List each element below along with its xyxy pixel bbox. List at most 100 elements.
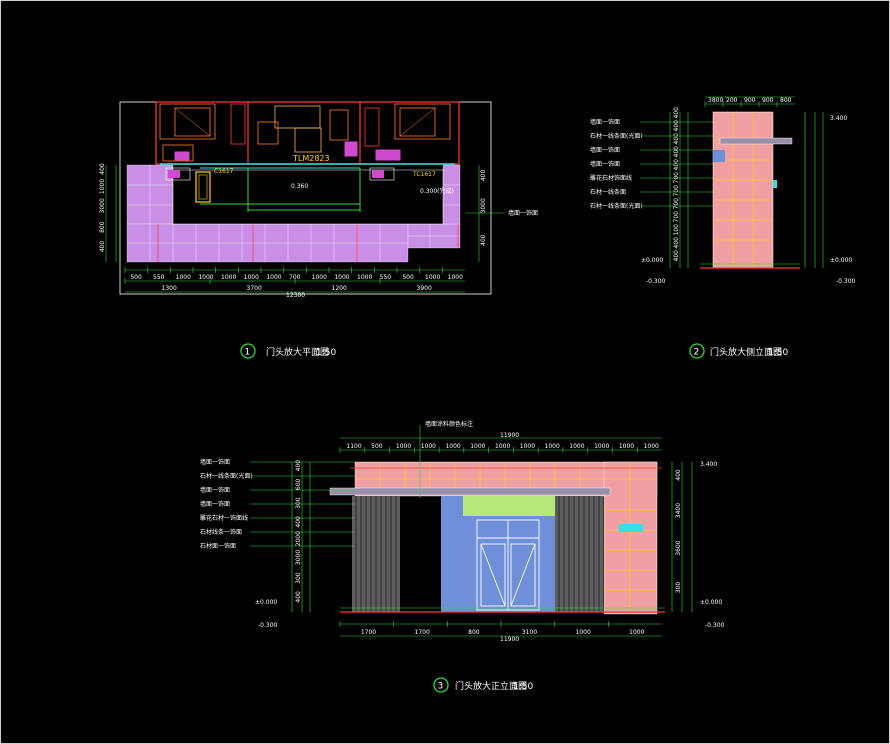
- view-number-badge: [689, 343, 705, 359]
- front-level-zero: ±0.000: [700, 599, 722, 606]
- leader-label: 墙面一饰面: [200, 458, 230, 466]
- dimension-label: 900: [744, 97, 756, 104]
- dimension-label: 400: [673, 120, 680, 132]
- dimension-label: 1000: [99, 179, 106, 194]
- dimension-label: 2000: [295, 531, 302, 546]
- plan-side-note: 墙面一饰面: [508, 209, 538, 217]
- view-number: 3: [438, 682, 444, 692]
- plan-room-tag: TLM2823: [292, 154, 330, 163]
- dimension-label: 1100: [346, 443, 361, 450]
- dimension-label: 550: [153, 274, 165, 281]
- front-top-note: 墙面涂料颜色标注: [425, 420, 473, 428]
- dimension-label: 400: [673, 159, 680, 171]
- dimension-label: 1000: [545, 443, 560, 450]
- leader-label: 石材面一饰面: [200, 542, 236, 550]
- leader-label: 墙面一饰面: [590, 160, 620, 168]
- dimension-label: 400: [295, 591, 302, 603]
- leader-label: 石材一线条面(光面): [590, 132, 643, 140]
- front-level-top: 3.400: [700, 461, 717, 468]
- dimension-label: 3000: [480, 198, 487, 213]
- leader-label: 雕花石材一饰面线: [200, 514, 248, 522]
- dimension-label: 3000: [99, 198, 106, 213]
- dimension-label: 1000: [576, 629, 591, 636]
- dimension-label: 1700: [415, 629, 430, 636]
- dimension-label: 400: [673, 237, 680, 249]
- view-scale: 1:50: [316, 348, 336, 358]
- dimension-label: 700: [673, 211, 680, 223]
- dimension-label: 1000: [448, 274, 463, 281]
- dimension-label: 1000: [569, 443, 584, 450]
- dimension-label: 1000: [594, 443, 609, 450]
- view-number-badge: [240, 343, 256, 359]
- dimension-label: 400: [295, 516, 302, 528]
- dimension-label: 800: [468, 629, 480, 636]
- dimension-label: 1000: [619, 443, 634, 450]
- front-dims-top: 1100 500 1000 1000 1000 1000 1000 1000 1000 1000 1…: [339, 443, 659, 453]
- front-top-total: 11900: [500, 432, 519, 439]
- dimension-label: 500: [130, 274, 142, 281]
- leader-label: 石材一线条面: [590, 188, 626, 196]
- dimension-label: 1000: [644, 443, 659, 450]
- dimension-label: 100: [673, 224, 680, 236]
- dimension-label: 3800: [708, 97, 723, 104]
- dimension-label: 400: [99, 241, 106, 253]
- dimension-label: 300: [295, 572, 302, 584]
- dimension-label: 3100: [522, 629, 537, 636]
- dimension-label: 1000: [221, 274, 236, 281]
- dimension-label: 3600: [675, 540, 682, 555]
- dimension-label: 1000: [176, 274, 191, 281]
- dimension-label: 400: [295, 460, 302, 472]
- dimension-label: 200: [726, 97, 738, 104]
- dimension-label: 1000: [425, 274, 440, 281]
- dimension-label: 1000: [244, 274, 259, 281]
- dimension-label: 1000: [421, 443, 436, 450]
- dimension-label: 300: [675, 582, 682, 594]
- dimension-label: 700: [673, 198, 680, 210]
- leader-label: 石材一线条面(光面): [590, 202, 643, 210]
- plan-level-a: 0.360: [291, 183, 308, 190]
- dimension-label: 550: [380, 274, 392, 281]
- leader-label: 雕花石材饰面线: [590, 174, 632, 182]
- plan-view: TLM2823 C1617 TC1617 0.360 0.300(完成) 墙面一…: [99, 101, 538, 299]
- plan-dims-total: 12300: [286, 292, 305, 299]
- dimension-label: 600: [295, 478, 302, 490]
- dimension-label: 300: [295, 497, 302, 509]
- dimension-label: 500: [371, 443, 383, 450]
- dimension-label: 1000: [266, 274, 281, 281]
- view-scale: 1:50: [768, 348, 788, 358]
- dimension-label: 1000: [520, 443, 535, 450]
- dimension-label: 400: [673, 250, 680, 262]
- front-level-bottom: -0.300: [705, 622, 725, 629]
- side-level-top: 3.400: [830, 115, 847, 122]
- dimension-label: 1000: [334, 274, 349, 281]
- dimension-label: 1300: [162, 285, 177, 292]
- caption-view-3: 3 门头放大正立面图 1:50: [433, 677, 533, 693]
- dimension-label: 700: [673, 185, 680, 197]
- leader-label: 石材线条一饰面: [200, 528, 242, 536]
- dimension-label: 1000: [312, 274, 327, 281]
- dimension-label: 1000: [495, 443, 510, 450]
- side-level-zero: ±0.000: [830, 257, 852, 264]
- dimension-label: 400: [675, 469, 682, 481]
- view-number-badge: [433, 677, 449, 693]
- plan-window-tag-right: TC1617: [412, 171, 436, 178]
- dimension-label: 400: [480, 234, 487, 246]
- view-number: 2: [694, 348, 700, 358]
- plan-window-tag-left: C1617: [214, 168, 234, 175]
- dimension-label: 500: [402, 274, 414, 281]
- dimension-label: 3000: [295, 550, 302, 565]
- dimension-label: 1000: [470, 443, 485, 450]
- front-dims-left: 400 600 300 400 2000 3000 300 400: [295, 460, 302, 603]
- view-title: 门头放大侧立面图: [710, 346, 782, 358]
- leader-label: 墙面一饰面: [200, 500, 230, 508]
- dimension-label: 1000: [198, 274, 213, 281]
- leader-label: 石材一线条面(光面): [200, 472, 253, 480]
- dimension-label: 3700: [247, 285, 262, 292]
